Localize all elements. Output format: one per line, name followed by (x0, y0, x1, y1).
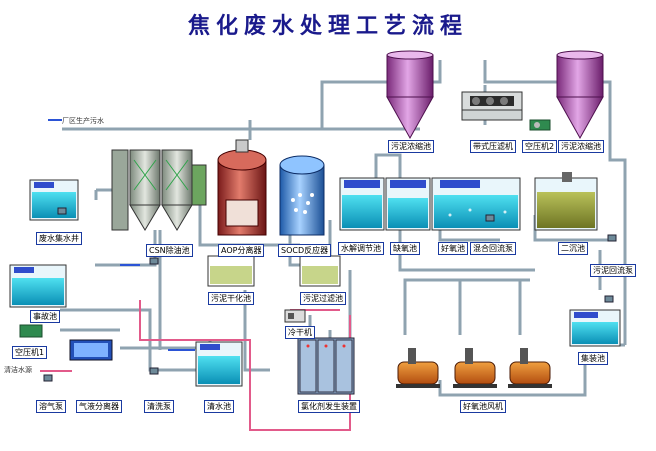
csn-tanks (111, 149, 207, 231)
equalization-tank-label: 水解调节池 (338, 242, 384, 255)
anoxic-tank (385, 177, 431, 231)
sludge-filter-tank-label: 污泥过滤池 (300, 292, 346, 305)
secondary-clarifier (534, 172, 598, 231)
chem-lines (48, 119, 195, 351)
sludge-silo-left (386, 50, 434, 140)
air-release-pump-label: 溶气泵 (36, 400, 66, 413)
blower-2 (453, 348, 497, 388)
tap-water-label: 清洁水源 (4, 366, 32, 374)
aop-separator-label: AOP分离器 (218, 244, 265, 257)
chlorine-generator-label: 氯化剂发生装置 (298, 400, 360, 413)
clean-water-pump-label: 清洗泵 (144, 400, 174, 413)
plant-wastewater-label: 厂区生产污水 (62, 117, 104, 125)
chlorine-generator-cabinets (297, 337, 355, 395)
page-title: 焦化废水处理工艺流程 (187, 13, 468, 39)
small-pumps (43, 207, 617, 382)
aop-separator (217, 139, 267, 236)
mixing-tank-label: 混合回流泵 (470, 242, 516, 255)
air-compressor-2-label: 空压机2 (522, 140, 558, 153)
clean-water-tank (195, 341, 243, 387)
anoxic-tank-label: 缺氧池 (390, 242, 420, 255)
sludge-filter-tank (299, 255, 341, 287)
sump-tank (29, 179, 79, 221)
socd-reactor-label: SOCD反应器 (278, 244, 332, 257)
sludge-dry-tank-label: 污泥干化池 (208, 292, 254, 305)
equalization-tank (339, 177, 385, 231)
sludge-silo-right (556, 50, 604, 140)
gas-separator-unit (19, 324, 113, 361)
air-compressor-2 (529, 119, 551, 131)
blower-3 (508, 348, 552, 388)
socd-reactor (279, 155, 325, 236)
cold-dryer-label: 冷干机 (285, 326, 315, 339)
cold-dryer-unit (284, 309, 306, 323)
collection-tank (569, 309, 621, 347)
sludge-thickener-b-label: 污泥浓缩池 (558, 140, 604, 153)
clean-water-tank-label: 清水池 (204, 400, 234, 413)
air-compressor-1-label: 空压机1 (12, 346, 48, 359)
gas-separator-label: 气液分离器 (76, 400, 122, 413)
csn-tank-label: CSN除油池 (146, 244, 193, 257)
belt-press-label: 带式压滤机 (470, 140, 516, 153)
secondary-clarifier-label: 二沉池 (558, 242, 588, 255)
sludge-return-pump-label: 污泥回流泵 (590, 264, 636, 277)
sump-label: 废水集水井 (36, 232, 82, 245)
aerobic-tank-label: 好氧池 (438, 242, 468, 255)
belt-press (461, 91, 523, 121)
sludge-thickener-a-label: 污泥浓缩池 (388, 140, 434, 153)
accident-tank-label: 事故池 (30, 310, 60, 323)
aerobic-tank (431, 177, 521, 231)
collection-tank-label: 集装池 (578, 352, 608, 365)
accident-tank (9, 264, 67, 308)
aeration-blower-label: 好氧池风机 (460, 400, 506, 413)
blower-1 (396, 348, 440, 388)
sludge-dry-tank (207, 255, 255, 287)
